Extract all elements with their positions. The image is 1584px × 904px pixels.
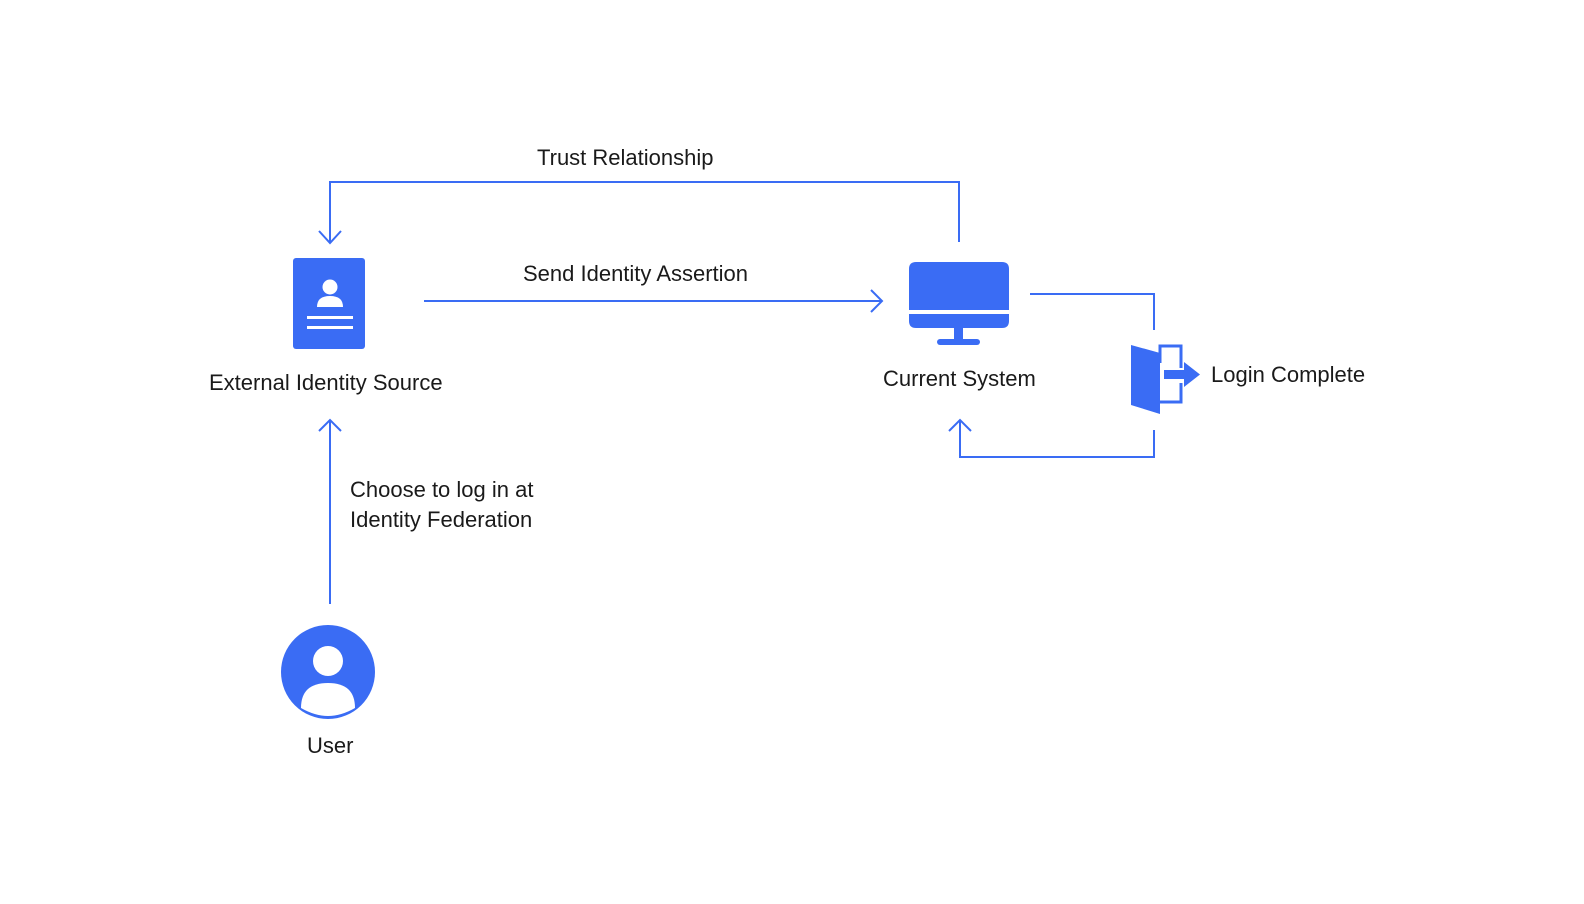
choose-login-label-line2: Identity Federation xyxy=(350,507,533,532)
send-identity-assertion-arrow xyxy=(424,289,884,313)
current-system-label: Current System xyxy=(883,366,1036,391)
user-label: User xyxy=(307,733,354,758)
external-identity-source-label: External Identity Source xyxy=(209,370,443,395)
choose-login-label-line1: Choose to log in at xyxy=(350,477,534,502)
login-to-system-arrow xyxy=(948,418,1155,458)
id-card-icon xyxy=(293,258,365,349)
user-avatar-icon xyxy=(281,625,375,719)
send-identity-assertion-label: Send Identity Assertion xyxy=(523,261,749,286)
monitor-icon xyxy=(909,262,1009,345)
system-to-login-connector xyxy=(1030,293,1155,330)
login-complete-label: Login Complete xyxy=(1211,362,1366,387)
trust-relationship-label: Trust Relationship xyxy=(537,145,714,170)
exit-door-icon xyxy=(1131,344,1200,414)
trust-relationship-arrow xyxy=(318,181,960,245)
choose-login-arrow xyxy=(318,418,342,604)
